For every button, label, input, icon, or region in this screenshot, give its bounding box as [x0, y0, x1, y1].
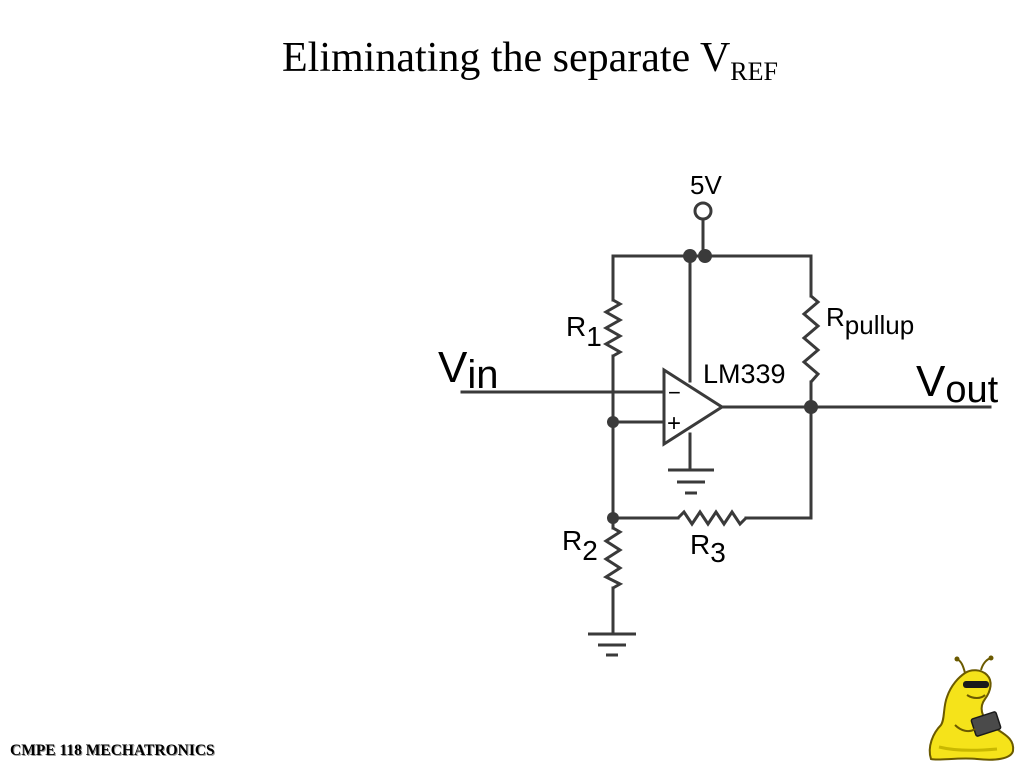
r1-label: R1: [566, 311, 602, 352]
rpullup-label-main: R: [826, 302, 845, 332]
plus-input-sign: +: [667, 410, 681, 437]
wires: [460, 217, 992, 636]
resistor-rpullup: [801, 294, 821, 383]
vin-label-sub: in: [467, 353, 498, 397]
r3-label-sub: 3: [710, 537, 726, 568]
supply-terminal: [693, 201, 713, 221]
r2-label-sub: 2: [582, 535, 598, 566]
title-subscript: REF: [730, 57, 778, 87]
rpullup-label-sub: pullup: [845, 310, 914, 340]
resistor-r2: [602, 526, 624, 590]
comparator-label: LM339: [703, 359, 786, 389]
minus-input-sign: −: [668, 380, 681, 405]
r3-label: R3: [690, 529, 726, 568]
vout-label-sub: out: [945, 369, 998, 411]
resistor-r3: [676, 509, 748, 527]
r1-label-sub: 1: [586, 321, 602, 352]
comparator-lm339: [662, 367, 725, 447]
junction-dot: [683, 249, 697, 263]
ground-symbol-r2: [588, 632, 636, 657]
vin-label-main: V: [438, 343, 468, 392]
junction-dot: [607, 512, 619, 524]
footer-course-label: CMPE 118 MECHATRONICS: [10, 742, 215, 759]
r3-label-main: R: [690, 529, 710, 560]
vout-label-main: V: [916, 357, 946, 406]
junction-dot: [698, 249, 712, 263]
resistor-r1: [602, 298, 624, 358]
junction-dots: [607, 249, 818, 524]
supply-label: 5V: [690, 170, 722, 200]
title-main: Eliminating the separate V: [282, 35, 731, 81]
banana-slug-mascot-icon: [928, 655, 1015, 761]
vin-label: Vin: [438, 343, 499, 397]
junction-dot: [607, 416, 619, 428]
slide-title: Eliminating the separate VREF: [0, 34, 1024, 86]
vout-label: Vout: [916, 357, 999, 411]
ground-symbol-comparator: [668, 468, 714, 495]
r2-label-main: R: [562, 525, 582, 556]
rpullup-label: Rpullup: [826, 302, 914, 340]
junction-dot: [804, 400, 818, 414]
r1-label-main: R: [566, 311, 586, 342]
r2-label: R2: [562, 525, 598, 566]
